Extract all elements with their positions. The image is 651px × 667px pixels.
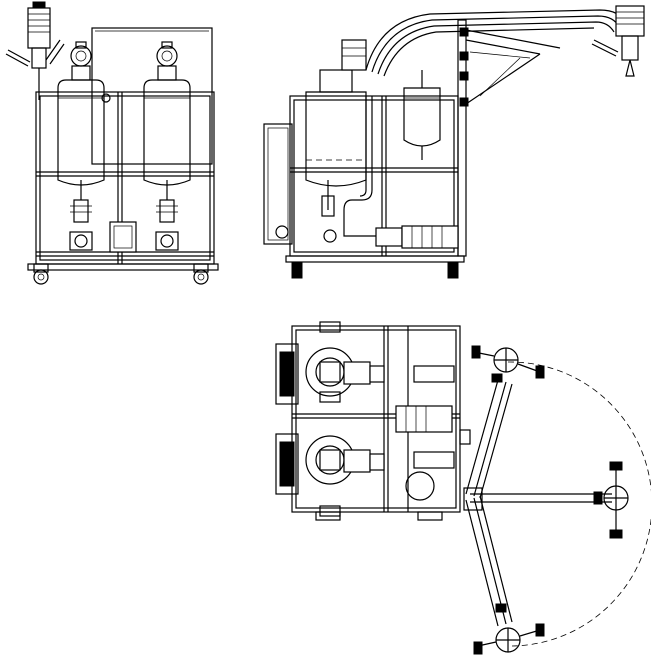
side-tank bbox=[305, 39, 367, 217]
top-pump-lower bbox=[305, 435, 455, 517]
front-tank-left bbox=[57, 41, 111, 200]
front-view bbox=[5, 1, 219, 285]
front-caster-wheels bbox=[33, 263, 209, 285]
side-pump-motor bbox=[323, 225, 459, 249]
top-middle-motor bbox=[395, 405, 471, 501]
top-side-panels bbox=[275, 343, 299, 495]
top-feet bbox=[315, 511, 443, 521]
side-view bbox=[263, 5, 645, 279]
top-rotating-heads bbox=[471, 345, 629, 655]
front-pumps bbox=[69, 199, 179, 253]
top-pump-upper bbox=[305, 321, 455, 403]
top-boom-arms bbox=[463, 379, 612, 627]
front-tank-right bbox=[143, 41, 191, 200]
top-view bbox=[275, 321, 651, 655]
side-casters bbox=[291, 261, 459, 279]
side-column-valves bbox=[459, 27, 469, 107]
side-boom-arm bbox=[365, 9, 627, 105]
side-head-motor bbox=[591, 5, 645, 77]
top-swing-arc bbox=[507, 361, 651, 647]
front-control-box bbox=[91, 27, 213, 165]
side-panel bbox=[263, 123, 293, 245]
side-pipe-loop bbox=[343, 96, 376, 237]
front-agitator-motor bbox=[5, 1, 65, 100]
side-small-tank bbox=[403, 70, 441, 160]
